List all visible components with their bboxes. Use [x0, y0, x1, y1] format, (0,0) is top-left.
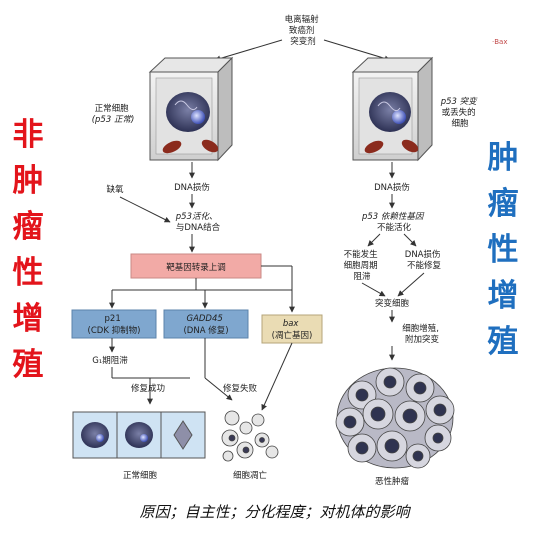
bax-box [261, 314, 323, 344]
proliferation-label: 细胞增殖, 附加突变 [402, 323, 441, 345]
dna-damage-left: DNA损伤 [174, 182, 210, 193]
g1-arrest-label: G₁期阻滞 [92, 355, 128, 366]
p21-label: p21 (CDK 抑制物) [88, 314, 141, 336]
malignant-tumor-image [335, 367, 455, 469]
bax-label: bax (凋亡基因) [272, 319, 313, 341]
gadd45-box [163, 309, 249, 339]
apoptotic-bodies-image [221, 410, 279, 462]
repair-success-label: 修复成功 [131, 383, 165, 394]
right-vertical-title: 肿 瘤 性 增 殖 [487, 140, 519, 360]
target-gene-label: 靶基因转录上调 [166, 262, 226, 273]
repair-fail-label: 修复失败 [223, 383, 258, 394]
p21-box [71, 309, 157, 339]
p53-inactive-label: p53 依赖性基因 不能活化 [361, 211, 426, 233]
no-repair-label: DNA损伤 不能修复 [405, 249, 443, 271]
gadd45-label: GADD45 (DNA 修复) [183, 314, 228, 336]
normal-result-label: 正常细胞 [123, 470, 158, 481]
dna-damage-right: DNA损伤 [374, 182, 410, 193]
p53-activated-label: p53活化、 与DNA结合 [175, 211, 221, 233]
left-vertical-title: 非 肿 瘤 性 增 殖 [12, 117, 44, 383]
normal-cell-image [148, 56, 234, 162]
no-arrest-label: 不能发生 细胞周期 阻滞 [344, 249, 381, 282]
mutant-cell-image [351, 56, 434, 162]
mutant-result-label: 突变细胞 [375, 298, 410, 309]
malignant-label: 恶性肿瘤 [375, 476, 410, 487]
hypoxia-label: 缺氧 [106, 184, 124, 195]
caption: 原因；自主性；分化程度；对机体的影响 [139, 503, 410, 521]
corner-mark: ·Bax [492, 38, 508, 46]
normal-cells-image [72, 411, 206, 459]
normal-cell-label: 正常细胞 (p53 正常) [92, 103, 135, 125]
mutant-cell-label: p53 突变 或丢失的 细胞 [440, 96, 480, 129]
apoptosis-label: 细胞凋亡 [233, 470, 268, 481]
cause-text: 电离辐射 致癌剂 突变剂 [285, 14, 322, 47]
